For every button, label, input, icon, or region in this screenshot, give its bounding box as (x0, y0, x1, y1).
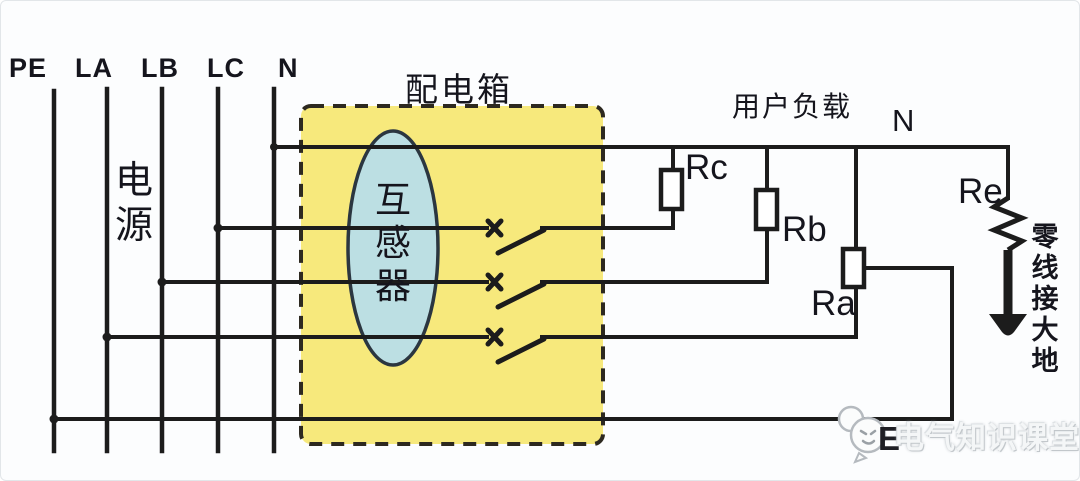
switch-blade-icon (495, 336, 547, 365)
ground-arrow-icon (989, 314, 1027, 336)
bus-label-lb: LB (141, 53, 179, 83)
load-title: 用户负载 (732, 91, 853, 122)
resistor-rc (658, 167, 685, 212)
ground-note: 零线接大地 (1031, 222, 1059, 377)
junction-dot (213, 223, 223, 233)
junction-dot (270, 143, 278, 151)
pe-return-wire (52, 266, 954, 421)
bus-lines (51, 86, 277, 454)
resistor-rb (753, 187, 780, 232)
resistor-label-re: Re (958, 172, 1003, 211)
switch-blades (495, 227, 547, 365)
junction-dot (49, 414, 59, 424)
distribution-box-title: 配电箱 (405, 71, 513, 108)
phase-a-wire-out (540, 145, 858, 339)
switch-contacts (485, 218, 504, 347)
bus-label-la: LA (75, 53, 113, 83)
watermark-logo-icon (837, 405, 887, 464)
contact-x-icon (485, 327, 504, 347)
junction-dot (157, 277, 167, 287)
bus-label-n: N (278, 53, 299, 83)
resistor-label-ra: Ra (811, 284, 856, 323)
load-resistors (658, 167, 867, 290)
source-label: 电源 (114, 160, 153, 247)
transformer-ellipse (346, 129, 440, 367)
re-zigzag-resistor (987, 195, 1029, 253)
neutral-right-label: N (892, 103, 915, 138)
resistor-label-rc: Rc (685, 148, 728, 187)
resistor-label-rb: Rb (782, 210, 827, 249)
switch-blade-icon (495, 227, 547, 256)
junction-dot (102, 332, 112, 342)
resistor-ra (840, 246, 867, 290)
distribution-box (299, 104, 605, 446)
watermark-text: 电气知识课堂 (894, 422, 1080, 455)
bus-label-pe: PE (9, 53, 48, 83)
earth-point-label: E (878, 420, 901, 457)
contact-x-icon (485, 218, 504, 238)
neutral-wire (272, 145, 1010, 200)
switch-blade-icon (495, 281, 547, 310)
transformer-label: 互感器 (374, 179, 411, 307)
bus-label-lc: LC (207, 53, 245, 83)
contact-x-icon (485, 272, 504, 292)
junction-dots (49, 143, 278, 424)
